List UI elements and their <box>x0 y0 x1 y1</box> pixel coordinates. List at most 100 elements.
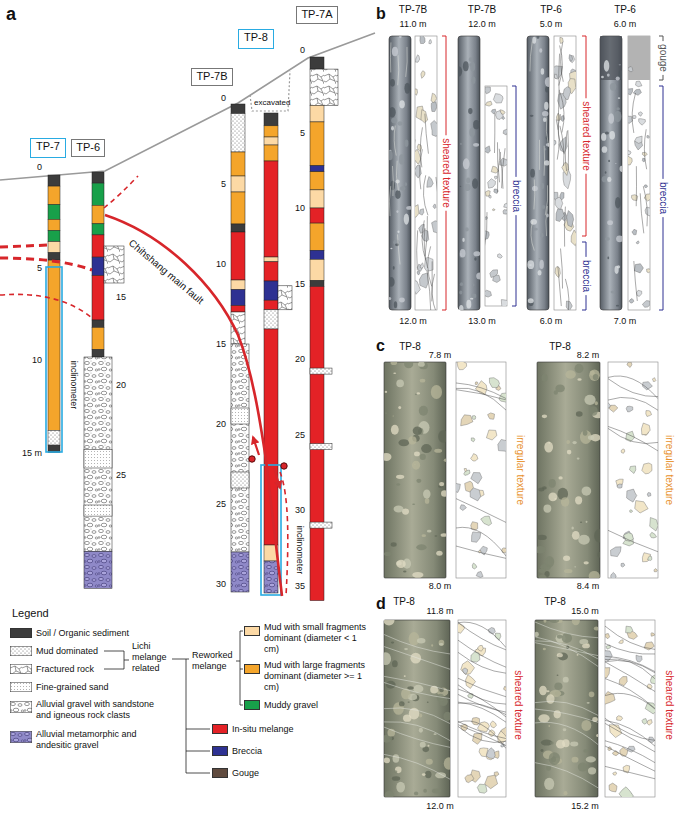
sketch-clast <box>648 556 652 561</box>
log-unit <box>48 186 60 205</box>
clast <box>384 453 391 461</box>
sketch-clast <box>475 382 478 385</box>
core-pair <box>380 615 508 799</box>
sketch-clast <box>605 668 610 678</box>
clast <box>395 179 399 183</box>
clast <box>441 490 446 497</box>
sketch-clast <box>619 787 634 797</box>
core-photo-texture <box>458 57 480 310</box>
sketch-clast <box>617 716 623 721</box>
shear-streak <box>384 682 450 698</box>
fault-trace-dashed <box>0 294 92 318</box>
clast <box>439 482 444 486</box>
clast <box>416 479 421 483</box>
core-sketch <box>485 86 507 306</box>
sketch-fabric-line <box>458 721 506 738</box>
log-unit <box>48 242 60 253</box>
legend-swatch <box>244 664 260 674</box>
clast <box>476 273 480 280</box>
clast <box>582 486 592 495</box>
clast <box>586 521 588 523</box>
core-depth: 8.2 m <box>577 350 600 360</box>
borehole-log <box>310 57 338 601</box>
sketch-clast <box>431 93 437 103</box>
sketch-clast <box>490 721 496 728</box>
log-unit <box>231 104 245 114</box>
clast <box>406 206 411 210</box>
clast <box>436 551 442 556</box>
core-photo <box>389 36 411 310</box>
sketch-clast <box>420 36 425 44</box>
depth-label: 5 <box>221 179 226 189</box>
sketch-clast <box>432 221 437 233</box>
clast <box>540 232 543 238</box>
log-unit <box>231 232 245 280</box>
log-unit <box>48 175 60 186</box>
shear-streak <box>384 754 450 779</box>
clast <box>393 372 396 374</box>
clast <box>597 552 600 558</box>
sketch-fabric-line <box>608 379 658 397</box>
clast <box>576 411 583 417</box>
log-unit <box>92 320 104 327</box>
sketch-fabric-line <box>605 656 655 671</box>
clast <box>423 489 430 498</box>
core-photo-texture <box>535 620 598 795</box>
borehole-section <box>0 33 375 601</box>
clast <box>537 535 547 540</box>
sketch-clast <box>415 205 419 218</box>
fault-trace-dashed <box>0 245 48 247</box>
clast <box>422 773 426 776</box>
clast <box>435 772 446 778</box>
legend-swatch <box>10 731 32 743</box>
depth-label: 35 <box>295 580 305 590</box>
legend-swatch <box>10 664 32 674</box>
log-unit <box>264 257 278 262</box>
clast <box>463 61 469 71</box>
texture-label: breccia <box>657 182 669 214</box>
sketch-clast <box>632 195 638 201</box>
core-sketch <box>628 36 650 310</box>
texture-label: breccia <box>581 260 592 292</box>
legend-group: Reworked melange <box>192 650 233 671</box>
sketch-clast <box>485 146 490 153</box>
clast <box>565 370 575 379</box>
sketch-clast <box>422 230 429 242</box>
shear-streak <box>535 637 598 667</box>
log-unit <box>92 327 104 349</box>
texture-label: sheared texture <box>441 138 452 208</box>
core-sketch <box>458 620 506 797</box>
clast <box>616 77 620 81</box>
sketch-clast <box>629 299 634 304</box>
clast <box>578 762 588 771</box>
depth-label: 10 <box>295 203 305 213</box>
core-photo <box>458 36 480 310</box>
core-title: TP-8 <box>544 596 566 607</box>
log-unit <box>48 253 60 260</box>
core-depth: 8.0 m <box>429 581 452 591</box>
clast <box>425 771 432 778</box>
shear-streak <box>535 622 598 638</box>
clast <box>385 412 387 413</box>
core-sketch-texture <box>628 36 650 307</box>
clast <box>399 36 401 38</box>
core-title: TP-8 <box>393 596 415 607</box>
clast <box>425 498 430 504</box>
shear-streak <box>535 643 598 656</box>
core-depth: 8.4 m <box>577 581 600 592</box>
sketch-clast <box>639 119 646 125</box>
shear-streak <box>398 234 401 264</box>
sketch-fabric-line <box>458 725 506 746</box>
clast <box>618 97 620 99</box>
sketch-fabric-line <box>458 622 506 647</box>
core-title: TP-8 <box>549 341 571 353</box>
clast <box>468 108 472 114</box>
shear-streak <box>390 42 391 72</box>
panel-letter: b <box>376 4 386 23</box>
sketch-fabric-line <box>494 113 495 153</box>
clast <box>561 497 569 506</box>
clast <box>394 506 404 513</box>
sketch-clast <box>501 300 507 306</box>
core-pair <box>388 34 441 314</box>
